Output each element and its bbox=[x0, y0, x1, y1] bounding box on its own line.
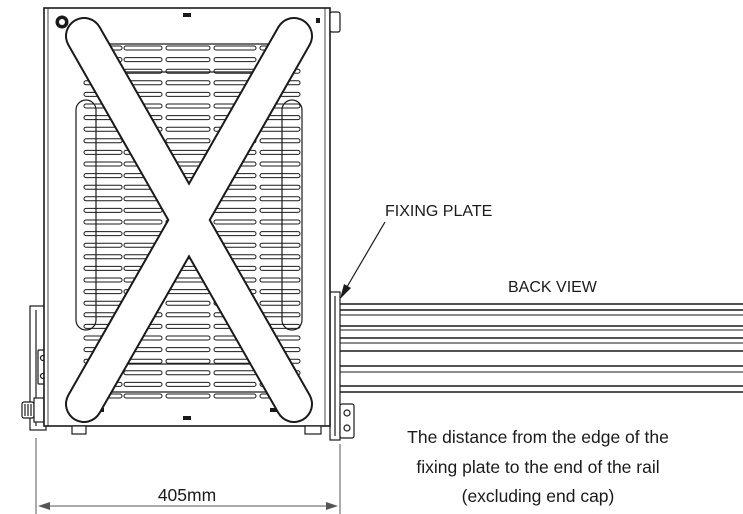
note-line-3: (excluding end cap) bbox=[462, 486, 615, 506]
vent-slot bbox=[83, 289, 123, 295]
vent-slot bbox=[259, 184, 301, 190]
vent-slot bbox=[213, 370, 257, 376]
vent-slot bbox=[123, 381, 163, 387]
vent-slot bbox=[83, 184, 123, 190]
vent-slot bbox=[259, 231, 301, 237]
vent-slot bbox=[165, 57, 211, 63]
vent-frame bbox=[281, 99, 303, 331]
vent-slot bbox=[123, 219, 163, 225]
back-view-label: BACK VIEW bbox=[508, 279, 598, 296]
vent-slot bbox=[165, 381, 211, 387]
vent-slot bbox=[123, 207, 163, 213]
vent-slot bbox=[259, 219, 301, 225]
vent-slot bbox=[213, 393, 257, 399]
vent-slot bbox=[259, 277, 301, 283]
vent-slot bbox=[123, 57, 163, 63]
vent-frame bbox=[75, 99, 97, 331]
note-line-2: fixing plate to the end of the rail bbox=[416, 457, 659, 477]
fixing-plate-label: FIXING PLATE bbox=[385, 203, 492, 220]
fixing-plate-leader bbox=[340, 221, 386, 299]
vent-slot bbox=[165, 393, 211, 399]
left-bracket bbox=[21, 305, 49, 431]
vent-slot bbox=[259, 300, 301, 306]
vent-slot bbox=[259, 289, 301, 295]
dimension-label: 405mm bbox=[158, 485, 216, 505]
vent-slot bbox=[165, 323, 211, 329]
vent-slot bbox=[123, 370, 163, 376]
vent-slot bbox=[213, 231, 257, 237]
vent-slot bbox=[83, 161, 123, 167]
vent-slot bbox=[165, 300, 211, 306]
vent-slot bbox=[83, 138, 123, 144]
vent-slot bbox=[213, 45, 257, 51]
vent-slot bbox=[213, 207, 257, 213]
vent-slot bbox=[83, 219, 123, 225]
vent-slot bbox=[165, 335, 211, 341]
dimension-405mm bbox=[35, 438, 341, 514]
vent-slot bbox=[165, 103, 211, 109]
vent-slot bbox=[123, 45, 163, 51]
vent-slot bbox=[165, 138, 211, 144]
vent-slot bbox=[259, 138, 301, 144]
vent-slot bbox=[165, 91, 211, 97]
vent-slot bbox=[83, 265, 123, 271]
vent-slot bbox=[259, 161, 301, 167]
vent-slot bbox=[259, 265, 301, 271]
rail bbox=[338, 303, 743, 393]
vent-slot bbox=[259, 207, 301, 213]
vent-slot bbox=[83, 207, 123, 213]
vent-slot bbox=[83, 277, 123, 283]
x-brace bbox=[65, 17, 313, 423]
vent-slot bbox=[165, 126, 211, 132]
main-panel bbox=[43, 7, 341, 435]
vent-slot bbox=[83, 173, 123, 179]
vent-slot bbox=[165, 312, 211, 318]
vent-slot bbox=[83, 231, 123, 237]
vent-slot bbox=[259, 149, 301, 155]
vent-slot bbox=[213, 57, 257, 63]
vent-slot bbox=[259, 126, 301, 132]
vent-slot bbox=[165, 347, 211, 353]
vent-slot bbox=[165, 80, 211, 86]
vent-slot bbox=[83, 254, 123, 260]
vent-slot bbox=[259, 254, 301, 260]
vent-slot bbox=[213, 381, 257, 387]
vent-slot bbox=[83, 149, 123, 155]
vent-slot bbox=[259, 312, 301, 318]
vent-slot bbox=[83, 300, 123, 306]
vent-slot bbox=[213, 219, 257, 225]
vent-slot bbox=[123, 231, 163, 237]
vent-slot bbox=[259, 242, 301, 248]
vent-slot bbox=[259, 196, 301, 202]
vent-slot bbox=[165, 45, 211, 51]
vent-slot bbox=[165, 358, 211, 364]
vent-slot bbox=[83, 242, 123, 248]
vent-slot bbox=[165, 289, 211, 295]
vent-slot bbox=[165, 115, 211, 121]
vent-slot bbox=[83, 196, 123, 202]
note-line-1: The distance from the edge of the bbox=[407, 427, 669, 447]
vent-slot bbox=[165, 370, 211, 376]
vent-slot bbox=[259, 173, 301, 179]
vent-slot bbox=[123, 393, 163, 399]
